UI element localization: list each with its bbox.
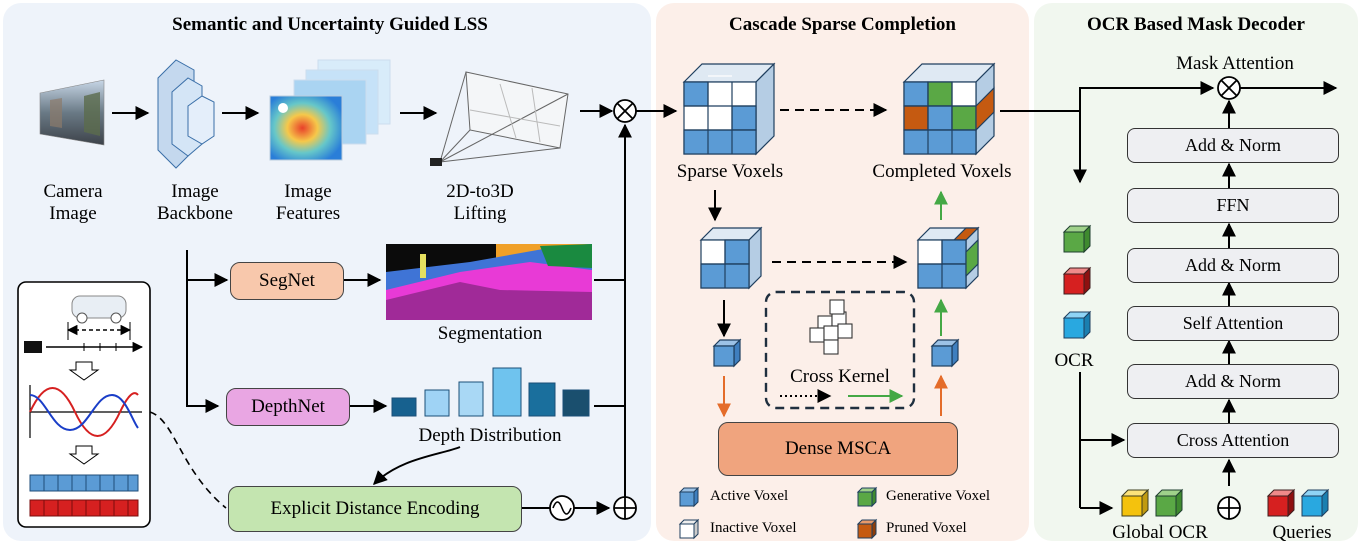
completed-voxel-cube-small [916,226,980,290]
lifting-label-line1: 2D-to3D [446,181,514,202]
mask-attention-node [1217,76,1241,100]
mask-attention-label: Mask Attention [1176,53,1294,74]
legend-generative-icon [856,486,878,508]
depthnet-box: DepthNet [226,388,350,426]
camera-image-label-line1: Camera [43,181,103,202]
image-backbone-label: Image Backbone [145,181,245,225]
legend-active-icon [678,486,700,508]
global-ocr-yellow-cube [1120,488,1150,518]
cross-kernel-icon [809,299,853,355]
single-voxel-right [930,338,960,368]
completed-voxels-label: Completed Voxels [872,161,1012,182]
sparse-voxels-label: Sparse Voxels [676,161,784,182]
camera-image [39,79,105,146]
queries-red-cube [1266,488,1296,518]
sparse-voxel-cube-small [699,226,763,290]
dense-msca-box: Dense MSCA [718,422,958,476]
single-voxel-left [712,338,742,368]
ocr-label: OCR [1054,350,1094,371]
image-backbone-label-line2: Backbone [157,203,233,224]
lss-title: Semantic and Uncertainty Guided LSS [172,14,488,35]
encoding-inset [17,281,151,528]
cross-kernel-label: Cross Kernel [790,366,890,387]
concat-plus-node [1217,496,1241,520]
global-ocr-green-cube [1154,488,1184,518]
sparse-voxel-cube [682,62,776,156]
queries-blue-cube [1300,488,1330,518]
segmentation-label: Segmentation [437,323,543,344]
segmentation-map [386,244,592,320]
self-attention-block: Self Attention [1127,306,1339,341]
ocr-red-cube [1062,266,1092,296]
queries-label: Queries [1272,522,1332,543]
add-norm-block-middle: Add & Norm [1127,248,1339,283]
ffn-block: FFN [1127,188,1339,223]
image-features-label-line2: Features [275,203,341,224]
depth-distribution-label: Depth Distribution [418,425,562,446]
image-features-label: Image Features [263,181,353,225]
completed-voxel-cube [902,62,996,156]
image-backbone-label-line1: Image [171,181,219,202]
cross-kernel-box [764,290,916,410]
cross-attention-block: Cross Attention [1127,423,1339,458]
ocr-blue-cube [1062,310,1092,340]
image-features-label-line1: Image [284,181,332,202]
multiply-node [613,99,637,123]
sine-node [549,495,575,521]
lifting-label-line2: Lifting [453,203,507,224]
legend-inactive-icon [678,518,700,540]
depth-distribution-bars [391,367,590,417]
camera-image-label: Camera Image [28,181,118,225]
ocr-title: OCR Based Mask Decoder [1087,14,1305,35]
add-norm-block-top: Add & Norm [1127,128,1339,163]
plus-node [613,496,637,520]
add-norm-block-bottom: Add & Norm [1127,364,1339,399]
image-features [269,59,391,161]
legend-inactive-label: Inactive Voxel [710,520,797,536]
distance-encoding-box: Explicit Distance Encoding [228,486,522,532]
segnet-box: SegNet [230,262,344,300]
camera-image-label-line2: Image [49,203,97,224]
legend-active-label: Active Voxel [710,488,789,504]
legend-generative-label: Generative Voxel [886,488,990,504]
image-backbone [157,59,215,169]
legend-pruned-label: Pruned Voxel [886,520,967,536]
csc-title: Cascade Sparse Completion [729,14,956,35]
ocr-green-cube [1062,224,1092,254]
global-ocr-label: Global OCR [1112,522,1208,543]
lifting-frustum [430,71,569,166]
legend-pruned-icon [856,518,878,540]
lifting-label: 2D-to3D Lifting [420,181,540,225]
